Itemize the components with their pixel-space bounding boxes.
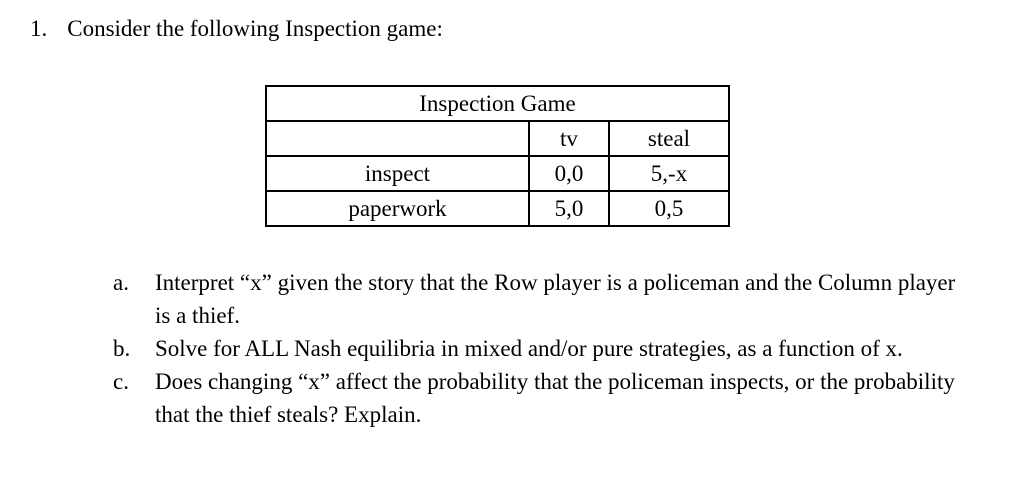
subquestion-c: c. Does changing “x” affect the probabil… (113, 365, 970, 431)
table-row-inspect: inspect 0,0 5,-x (265, 155, 730, 192)
question-number: 1. (30, 16, 48, 41)
subquestion-b: b. Solve for ALL Nash equilibria in mixe… (113, 332, 970, 365)
payoff-paperwork-steal: 0,5 (608, 190, 730, 227)
question-text: Consider the following Inspection game: (67, 16, 443, 41)
payoff-matrix-table: Inspection Game tv steal inspect 0,0 5,-… (265, 85, 730, 227)
subquestion-list: a. Interpret “x” given the story that th… (113, 266, 970, 431)
subquestion-c-letter: c. (113, 369, 129, 394)
payoff-inspect-steal: 5,-x (608, 155, 730, 192)
table-row-paperwork: paperwork 5,0 0,5 (265, 190, 730, 227)
subquestion-a-letter: a. (113, 270, 129, 295)
row-label-paperwork: paperwork (265, 190, 530, 227)
table-title-row: Inspection Game (265, 85, 730, 122)
payoff-paperwork-tv: 5,0 (528, 190, 610, 227)
subquestion-b-text: Solve for ALL Nash equilibria in mixed a… (155, 336, 903, 361)
subquestion-a: a. Interpret “x” given the story that th… (113, 266, 970, 332)
question-heading: 1. Consider the following Inspection gam… (30, 12, 443, 45)
column-header-tv: tv (528, 120, 610, 157)
payoff-inspect-tv: 0,0 (528, 155, 610, 192)
column-header-steal: steal (608, 120, 730, 157)
subquestion-a-text: Interpret “x” given the story that the R… (155, 270, 956, 328)
subquestion-b-letter: b. (113, 336, 131, 361)
table-title: Inspection Game (265, 85, 730, 122)
table-header-row: tv steal (265, 120, 730, 157)
blank-header-cell (265, 120, 530, 157)
subquestion-c-text: Does changing “x” affect the probability… (155, 369, 955, 427)
row-label-inspect: inspect (265, 155, 530, 192)
